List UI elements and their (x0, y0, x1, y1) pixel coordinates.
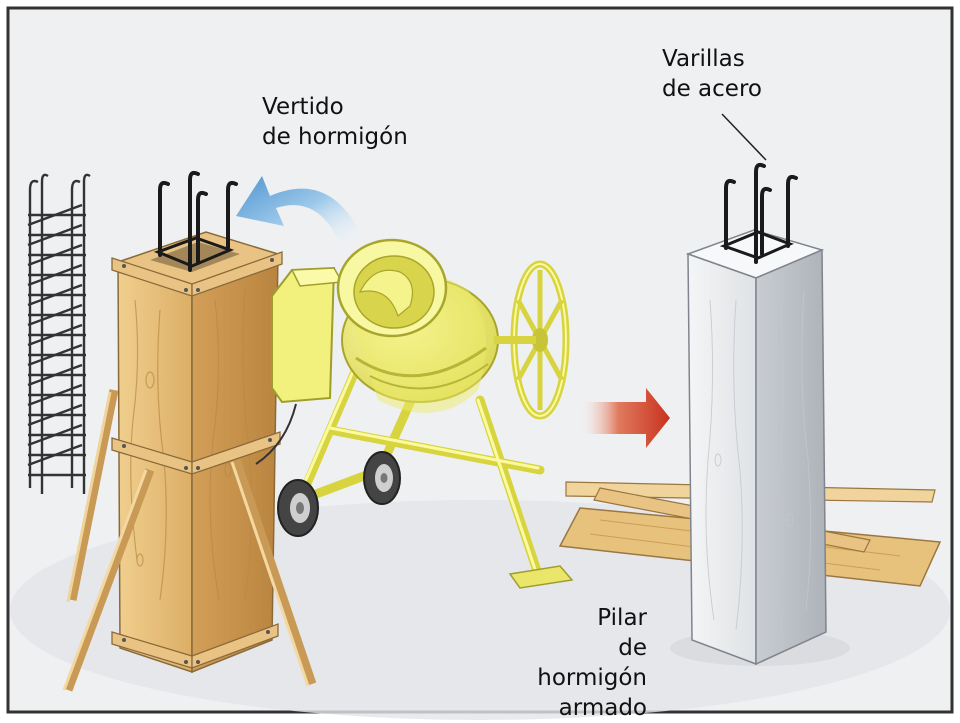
rebar-cage-icon (27, 173, 91, 494)
mixer-wheels (277, 451, 401, 537)
label-line: Varillas (662, 46, 745, 72)
pillar-stirrup (719, 230, 794, 260)
concrete-pillar-icon (670, 162, 850, 666)
label-varillas-de-acero: Varillas de acero (662, 44, 762, 104)
process-arrow-icon (576, 388, 670, 448)
label-vertido-de-hormigon: Vertido de hormigón (262, 92, 408, 152)
varillas-leader-line (721, 113, 767, 161)
pour-arrow-icon (236, 176, 362, 248)
label-line: de acero (662, 76, 762, 102)
label-line: Pilar (597, 605, 647, 631)
cement-mixer-icon (255, 238, 574, 589)
label-line: armado (558, 695, 647, 721)
label-line: Vertido (262, 94, 344, 120)
label-pilar-de-hormigon-armado: Pilar de hormigón armado (505, 603, 647, 723)
label-line: de hormigón (262, 124, 408, 150)
rebar-stirrup (153, 236, 235, 268)
formwork-icon (62, 170, 317, 692)
label-line: de hormigón (537, 635, 647, 691)
